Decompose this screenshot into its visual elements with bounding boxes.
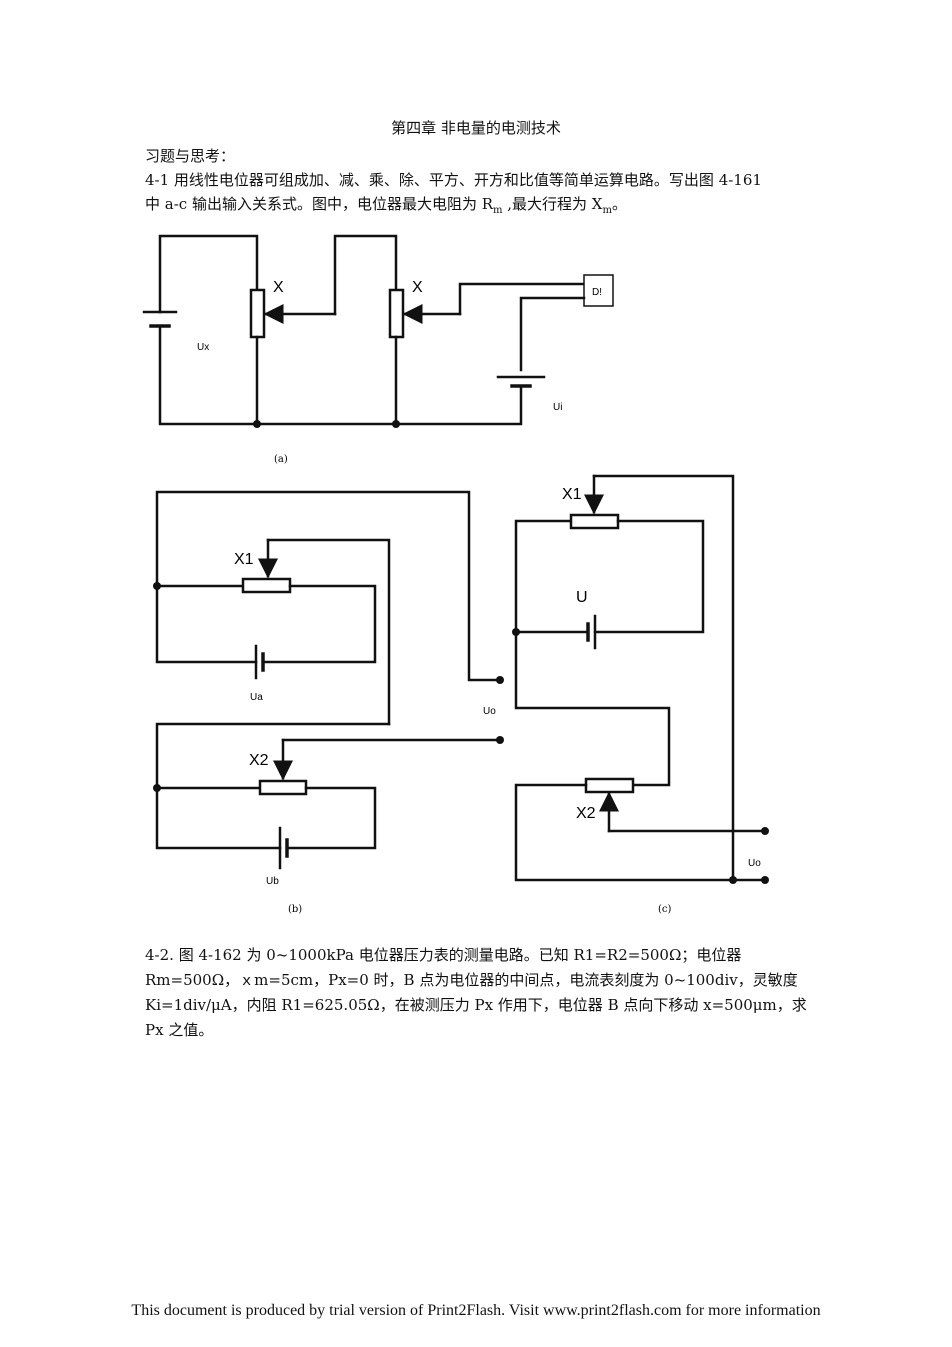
problem-1-line-2: 中 a-c 输出输入关系式。图中，电位器最大电阻为 Rm ,最大行程为 Xm。: [145, 195, 627, 216]
label-a-x-left: X: [273, 279, 284, 296]
caption-a: (a): [274, 454, 288, 465]
figure-b-circuit: [155, 490, 502, 870]
label-b-x1: X1: [234, 551, 254, 568]
trial-footer: This document is produced by trial versi…: [131, 1302, 821, 1319]
label-a-ui: Ui: [553, 402, 562, 413]
label-a-ux: Ux: [197, 342, 209, 353]
figure-a-circuit: [142, 234, 614, 426]
caption-c: (c): [658, 904, 672, 915]
junction-dots: [153, 420, 769, 884]
label-a-x-right: X: [412, 279, 423, 296]
problem-2-text: 4-2. 图 4-162 为 0~1000kPa 电位器压力表的测量电路。已知 …: [145, 946, 807, 1039]
label-c-x2: X2: [576, 805, 596, 822]
problem-1-line-1: 4-1 用线性电位器可组成加、减、乘、除、平方、开方和比值等简单运算电路。写出图…: [145, 171, 762, 189]
label-b-ua: Ua: [250, 692, 263, 703]
label-b-x2: X2: [249, 752, 269, 769]
label-b-uo: Uo: [483, 706, 496, 717]
label-c-x1: X1: [562, 486, 582, 503]
chapter-title: 第四章 非电量的电测技术: [391, 119, 561, 137]
section-heading: 习题与思考：: [145, 147, 236, 165]
circuit-figures: X X Ux D! Ui (a) X1 Ua X2 Ub Uo (b) X1 U…: [142, 234, 769, 915]
label-a-detector: D!: [592, 287, 602, 298]
figure-c-circuit: [514, 474, 767, 882]
caption-b: (b): [288, 904, 302, 915]
label-b-ub: Ub: [266, 876, 279, 887]
label-c-uo: Uo: [748, 858, 761, 869]
label-c-u: U: [576, 589, 588, 606]
